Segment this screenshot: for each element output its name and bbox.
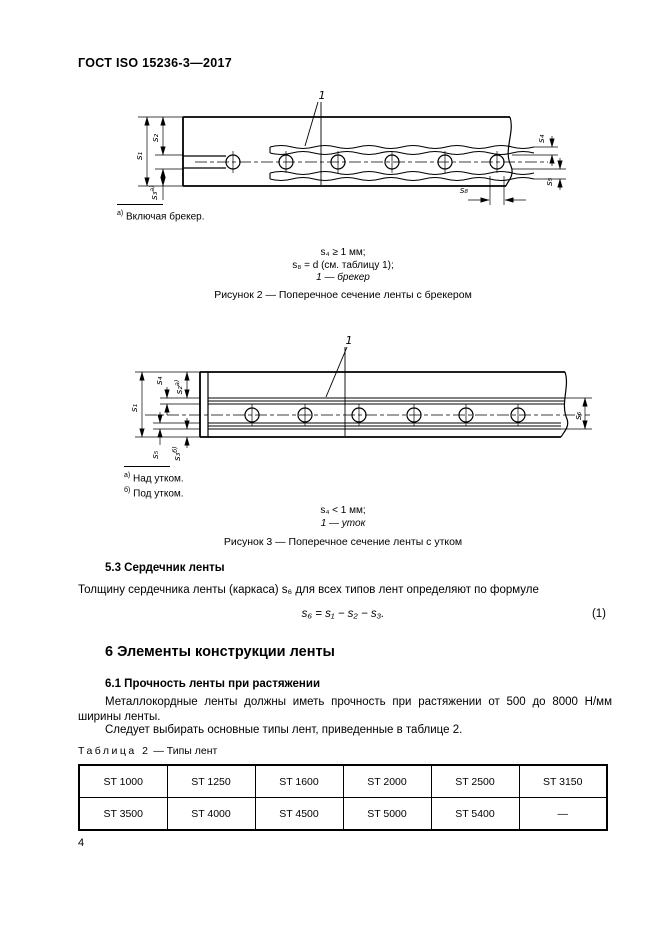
table2: ST 1000 ST 1250 ST 1600 ST 2000 ST 2500 …: [78, 764, 608, 831]
dimensions-fig2: [138, 116, 566, 205]
cords-fig3: [244, 404, 526, 426]
weft-layers: [208, 397, 564, 430]
formula-number: (1): [591, 608, 606, 620]
figure3-footnotes: а) Над утком. б) Под утком.: [124, 466, 184, 501]
page-number: 4: [78, 837, 85, 849]
section-6-heading: 6 Элементы конструкции ленты: [105, 644, 335, 660]
figure2-notes: s₄ ≥ 1 мм; s₈ = d (см. таблицу 1); 1 — б…: [78, 247, 608, 285]
note-line: 1 — брекер: [316, 272, 370, 283]
figure3-caption: Рисунок 3 — Поперечное сечение ленты с у…: [223, 536, 463, 548]
footnote-text: Под утком.: [133, 488, 184, 500]
dim-label-s2-fig3: s₂а): [173, 380, 185, 395]
figure2-drawing: 1 s₁ s₂ s₃а) s₄ s₅: [135, 89, 566, 205]
dim-label-s6-fig3: s₆: [574, 411, 584, 420]
footnote-marker: а): [124, 472, 131, 479]
note-line: 1 — уток: [320, 517, 366, 529]
breaker-layers: [269, 144, 535, 182]
table-cell: ST 5000: [342, 797, 432, 831]
dim-label-s8-fig2: s₈: [460, 186, 469, 196]
table-row: ST 3500 ST 4000 ST 4500 ST 5000 ST 5400 …: [78, 797, 608, 831]
table-cell: ST 5400: [430, 797, 520, 831]
figure2-footnote: а) Включая брекер.: [117, 204, 205, 223]
figure2-caption: Рисунок 2 — Поперечное сечение ленты с б…: [214, 289, 472, 301]
paragraph: Следует выбирать основные типы лент, при…: [105, 724, 463, 736]
footnote-text: Над утком.: [133, 473, 184, 485]
part-label-1-fig3: 1: [346, 334, 353, 347]
dim-label-s4-fig2: s₄: [537, 134, 547, 143]
table-cell: ST 2500: [430, 764, 520, 798]
footnote-text: Включая брекер.: [126, 211, 205, 223]
section-5-3-body: Толщину сердечника ленты (каркаса) s₆ дл…: [78, 584, 539, 596]
cords-fig2: [183, 151, 505, 173]
table-cell: ST 4000: [166, 797, 256, 831]
table2-label-word: Таблица 2: [78, 745, 151, 757]
dim-label-s5-fig3: s₅: [151, 450, 161, 459]
section-6-1-heading: 6.1 Прочность ленты при растяжении: [105, 678, 321, 690]
table2-label: Таблица 2 — Типы лент: [78, 745, 217, 757]
belt-outline-fig3: [199, 371, 569, 438]
dim-label-s2-fig2: s₂: [151, 133, 161, 142]
leader-fig3: [325, 346, 348, 436]
formula: s₆ = s₁ − s₂ − s₃.: [301, 608, 385, 620]
part-label-1-fig2: 1: [319, 89, 326, 102]
table-cell: ST 1000: [78, 764, 168, 798]
paragraph: Металлокордные ленты должны иметь прочно…: [78, 696, 612, 723]
table-cell: ST 3500: [78, 797, 168, 831]
note-line: s₄ ≥ 1 мм;: [320, 247, 366, 258]
dim-label-s3-fig2: s₃а): [148, 185, 160, 200]
table-cell: ST 1600: [254, 764, 344, 798]
footnote-marker: б): [124, 487, 131, 495]
table-cell: —: [518, 797, 608, 831]
figure3-drawing: 1 s₁ s₂а) s₄ s₅ s₃б) s₆: [130, 334, 592, 461]
table2-label-rest: — Типы лент: [153, 745, 218, 757]
table-row: ST 1000 ST 1250 ST 1600 ST 2000 ST 2500 …: [78, 764, 608, 798]
belt-outline-fig2: [182, 116, 513, 187]
leader-fig2: [304, 101, 322, 185]
table-cell: ST 1250: [166, 764, 256, 798]
figure3-notes: s₄ < 1 мм; 1 — уток: [78, 505, 608, 530]
footnote-rule: [117, 204, 163, 205]
table-cell: ST 3150: [518, 764, 608, 798]
note-line: s₄ < 1 мм;: [320, 505, 366, 516]
footnote-rule: [124, 466, 170, 467]
dimensions-fig3: [135, 371, 592, 448]
dim-label-s1-fig3: s₁: [130, 403, 140, 412]
table-cell: ST 2000: [342, 764, 432, 798]
footnote-marker: а): [117, 210, 124, 217]
table-cell: ST 4500: [254, 797, 344, 831]
section-5-3-heading: 5.3 Сердечник ленты: [105, 562, 225, 574]
dim-label-s4-fig3: s₄: [155, 376, 165, 385]
dim-label-s5-fig2: s₅: [545, 177, 555, 186]
doc-header: ГОСТ ISO 15236-3—2017: [78, 56, 232, 70]
dim-label-s1-fig2: s₁: [135, 151, 145, 160]
dim-label-s3-fig3: s₃б): [171, 446, 183, 461]
formula-row: s₆ = s₁ − s₂ − s₃. (1): [78, 608, 608, 624]
note-line: s₈ = d (см. таблицу 1);: [292, 259, 394, 271]
